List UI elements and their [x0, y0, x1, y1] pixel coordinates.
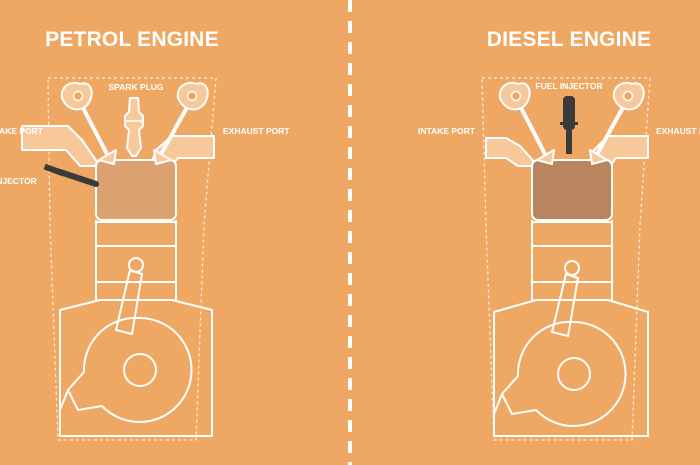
petrol-piston	[95, 221, 177, 247]
petrol-intake-valve	[60, 81, 117, 165]
diesel-envelope	[481, 77, 651, 441]
diesel-intake-port	[485, 137, 539, 167]
petrol-exhaust-valve	[153, 81, 209, 165]
petrol-crankcase	[59, 299, 213, 437]
spark-plug	[124, 97, 144, 157]
petrol-connecting-rod	[115, 269, 143, 335]
petrol-cylinder	[95, 220, 177, 300]
diesel-intake-label: INTAKE PORT	[418, 126, 476, 136]
diesel-crankcase	[493, 299, 649, 437]
petrol-injector-label: INJECTOR	[0, 176, 37, 186]
diesel-wrist-pin	[564, 260, 580, 276]
petrol-exhaust-label: EXHAUST PORT	[223, 126, 290, 136]
petrol-envelope	[47, 77, 217, 441]
diesel-engine-panel: DIESEL ENGINE	[418, 28, 700, 441]
diesel-engine-title: DIESEL ENGINE	[487, 28, 651, 51]
petrol-injector	[43, 163, 99, 187]
petrol-intake-label: INTAKE PORT	[0, 126, 44, 136]
fuel-injector-label: FUEL INJECTOR	[535, 81, 602, 91]
petrol-combustion-chamber	[95, 159, 177, 221]
diesel-fuel-injector	[560, 96, 578, 154]
diesel-connecting-rod	[551, 273, 579, 337]
diesel-intake-valve	[498, 81, 555, 165]
petrol-engine-panel: PETROL ENGINE	[0, 28, 290, 441]
diesel-piston	[531, 221, 613, 247]
petrol-engine-title: PETROL ENGINE	[45, 28, 219, 51]
diesel-crankshaft	[493, 320, 627, 427]
petrol-intake-port	[21, 125, 101, 167]
diesel-exhaust-label: EXHAUST PORT	[656, 126, 700, 136]
diesel-exhaust-valve	[589, 81, 645, 165]
spark-plug-label: SPARK PLUG	[108, 82, 163, 92]
petrol-crankshaft	[59, 316, 193, 423]
diesel-combustion-chamber	[531, 159, 613, 221]
